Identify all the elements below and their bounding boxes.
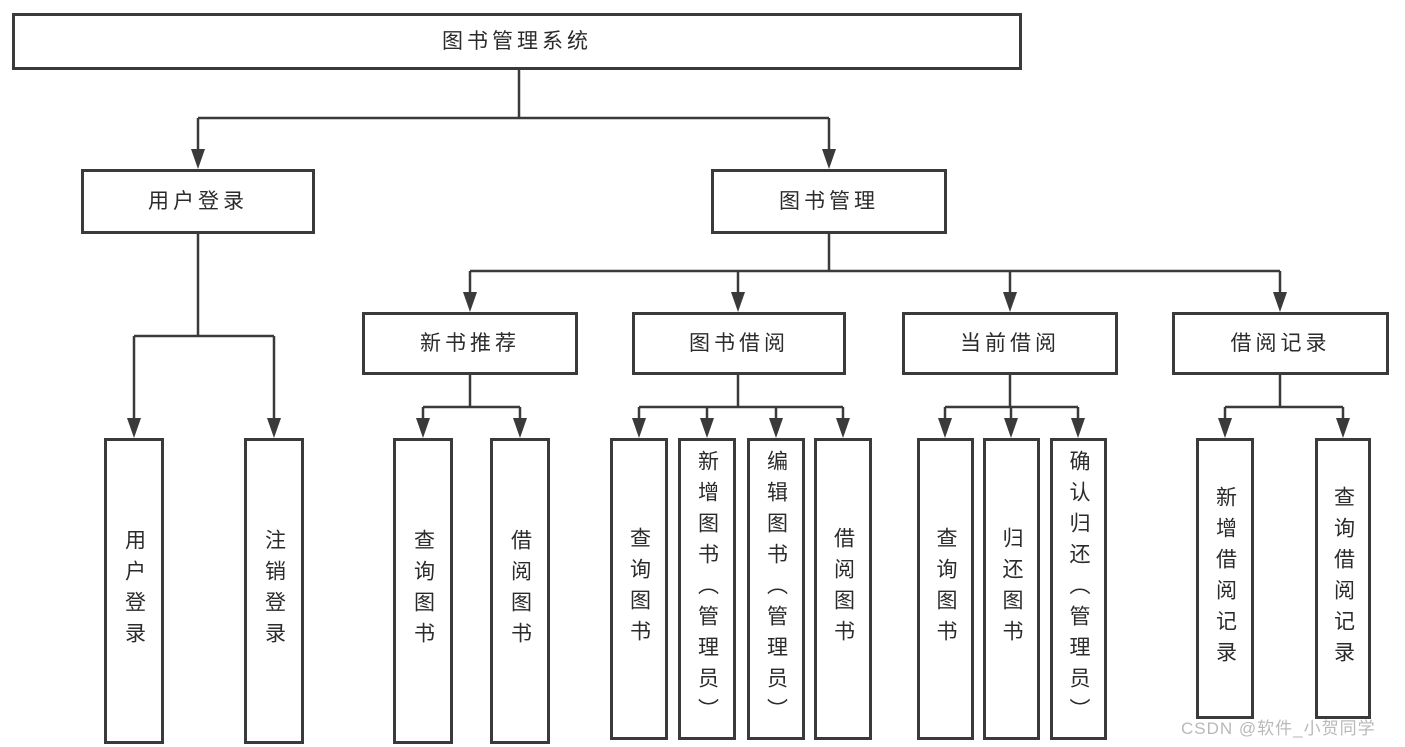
arrowhead — [769, 418, 783, 438]
node-label: 查询借阅记录 — [1331, 485, 1355, 672]
arrowhead — [836, 418, 850, 438]
node-label: 用户登录 — [148, 190, 248, 213]
node-book-borrowing: 图书借阅 — [632, 312, 846, 375]
arrowhead — [700, 418, 714, 438]
connector-user-login-to-leaves — [132, 234, 276, 422]
leaf-user-login: 用户登录 — [104, 438, 164, 744]
node-label: 借阅图书 — [831, 527, 855, 651]
leaf-borrowing-query-books: 查询图书 — [610, 438, 668, 740]
node-label: 查询图书 — [934, 527, 957, 651]
node-label: 用户登录 — [122, 529, 146, 653]
node-label: 查询图书 — [627, 527, 651, 651]
arrowheads — [127, 149, 1350, 438]
node-label: 借阅记录 — [1230, 332, 1331, 355]
leaf-current-query-books: 查询图书 — [917, 438, 974, 740]
arrowhead — [731, 292, 745, 312]
node-label: 新增图书（管理员） — [695, 449, 719, 729]
arrowhead — [513, 418, 527, 438]
leaf-logout: 注销登录 — [244, 438, 304, 744]
leaf-borrowing-add-books-admin: 新增图书（管理员） — [678, 438, 736, 740]
arrowhead — [1336, 418, 1350, 438]
node-label: 新增借阅记录 — [1213, 485, 1237, 672]
node-root-library-management-system: 图书管理系统 — [12, 13, 1022, 70]
arrowhead — [1071, 418, 1085, 438]
node-book-management: 图书管理 — [711, 169, 947, 234]
node-label: 图书管理 — [779, 190, 879, 213]
node-current-borrowing: 当前借阅 — [902, 312, 1118, 375]
arrowhead — [1273, 292, 1287, 312]
node-label: 编辑图书（管理员） — [764, 449, 788, 729]
arrowhead — [191, 149, 205, 169]
node-label: 确认归还（管理员） — [1067, 449, 1090, 729]
leaf-recommend-query-books: 查询图书 — [393, 438, 453, 744]
connector-book-borrowing-to-leaves — [637, 375, 845, 422]
node-label: 新书推荐 — [420, 332, 520, 355]
node-label: 借阅图书 — [508, 529, 532, 653]
connector-book-management-to-level3 — [468, 234, 1282, 296]
node-label: 归还图书 — [1000, 527, 1023, 651]
node-label: 查询图书 — [411, 529, 435, 653]
node-label: 当前借阅 — [960, 332, 1060, 355]
node-user-login: 用户登录 — [81, 169, 315, 234]
arrowhead — [1218, 418, 1232, 438]
node-label: 图书借阅 — [689, 332, 789, 355]
connector-root-to-level2 — [196, 68, 831, 152]
arrowhead — [822, 149, 836, 169]
node-label: 注销登录 — [262, 529, 286, 653]
arrowhead — [127, 418, 141, 438]
leaf-borrowing-borrow-books: 借阅图书 — [814, 438, 872, 740]
node-borrowing-records: 借阅记录 — [1172, 312, 1389, 375]
leaf-records-add-borrow-record: 新增借阅记录 — [1196, 438, 1254, 719]
arrowhead — [463, 292, 477, 312]
arrowhead — [416, 418, 430, 438]
connector-borrowing-records-to-leaves — [1223, 375, 1345, 422]
arrowhead — [1003, 292, 1017, 312]
node-new-book-recommendation: 新书推荐 — [362, 312, 578, 375]
arrowhead — [1004, 418, 1018, 438]
arrowhead — [938, 418, 952, 438]
connector-new-book-to-leaves — [421, 375, 522, 422]
leaf-current-return-books: 归还图书 — [983, 438, 1040, 740]
connector-current-borrowing-to-leaves — [943, 375, 1080, 422]
leaf-records-query-borrow-record: 查询借阅记录 — [1315, 438, 1371, 719]
csdn-watermark: CSDN @软件_小贺同学 — [1181, 719, 1376, 738]
arrowhead — [632, 418, 646, 438]
node-label: 图书管理系统 — [442, 30, 592, 53]
leaf-current-confirm-return-admin: 确认归还（管理员） — [1050, 438, 1107, 740]
leaf-borrowing-edit-books-admin: 编辑图书（管理员） — [747, 438, 805, 740]
leaf-recommend-borrow-books: 借阅图书 — [490, 438, 550, 744]
arrowhead — [267, 418, 281, 438]
